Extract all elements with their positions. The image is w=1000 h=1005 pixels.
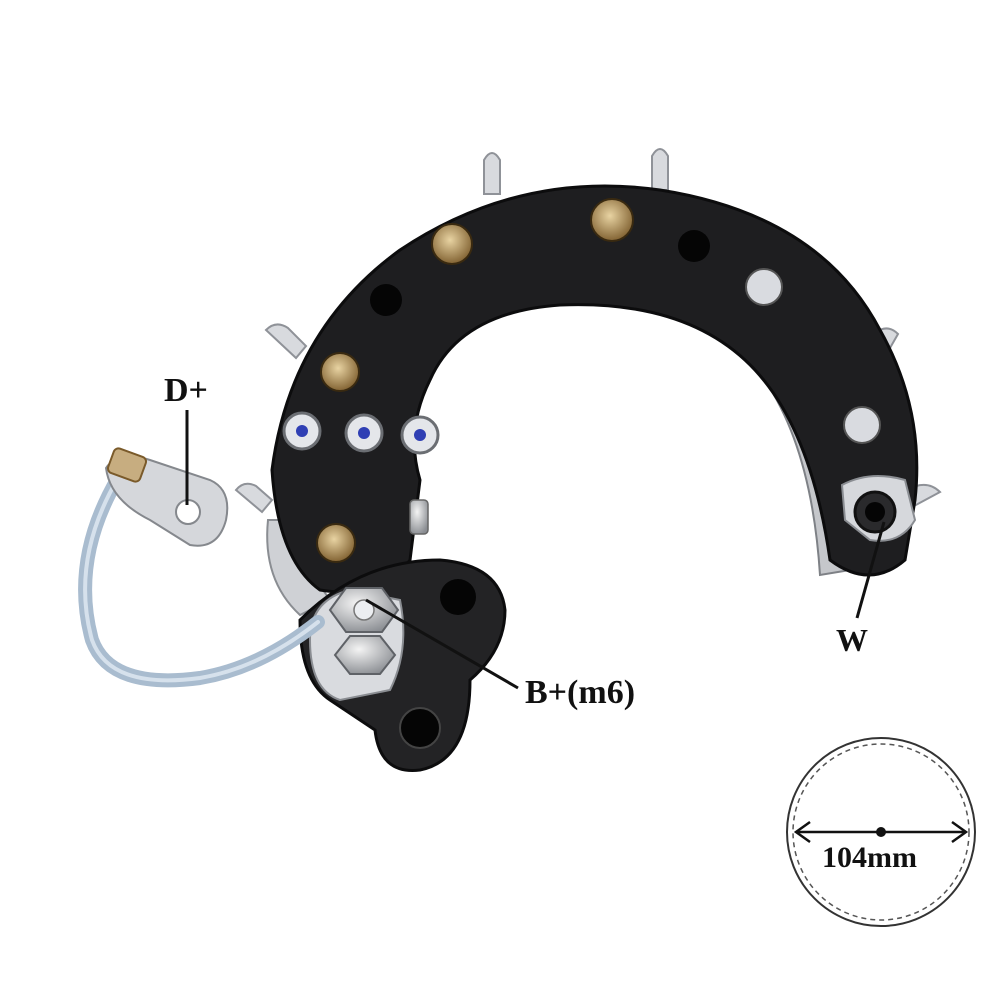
stud bbox=[409, 499, 429, 535]
bracket-hole bbox=[440, 579, 476, 615]
w-terminal-hole bbox=[865, 502, 885, 522]
d-plus-wire-highlight bbox=[83, 476, 320, 683]
exciter-diodes bbox=[282, 411, 440, 455]
dimension-diagram bbox=[786, 737, 976, 927]
d-plus-crimp bbox=[106, 447, 148, 483]
label-b-plus: B+(m6) bbox=[525, 674, 636, 711]
label-w: W bbox=[836, 622, 868, 658]
mounting-hole bbox=[678, 230, 710, 262]
diode-terminals bbox=[316, 198, 881, 563]
label-d-plus: D+ bbox=[164, 372, 208, 409]
bracket-hole bbox=[399, 707, 441, 749]
mounting-hole bbox=[370, 284, 402, 316]
pointer-line-w bbox=[855, 521, 886, 619]
pointer-line-b-plus bbox=[365, 598, 519, 690]
b-plus-bolt bbox=[328, 587, 400, 675]
dimension-label: 104mm bbox=[822, 841, 917, 874]
